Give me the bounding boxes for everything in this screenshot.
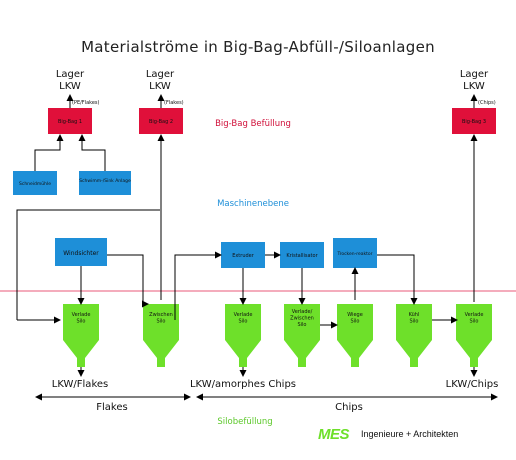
svg-text:Chips: Chips (335, 402, 363, 413)
svg-text:Windsichter: Windsichter (63, 250, 99, 257)
machine-extruder-box: Extruder (221, 242, 265, 268)
svg-text:LKW: LKW (463, 81, 485, 92)
silo-shape (63, 304, 99, 367)
mes-logo: MES Ingenieure + Architekten (318, 426, 458, 443)
output-lkw-chips: LKW/Chips (446, 379, 499, 390)
svg-text:Schneidmühle: Schneidmühle (19, 181, 51, 187)
section-label-bigbag: Big-Bag Befüllung (215, 119, 291, 129)
bigbag-1-box: Big-Bag 1 (48, 108, 92, 134)
lager-lkw-3: Lager LKW (Chips) (460, 69, 496, 106)
svg-text:Schwimm-/Sink Anlage: Schwimm-/Sink Anlage (79, 178, 131, 184)
svg-text:LKW: LKW (149, 81, 171, 92)
svg-text:Kristallisator: Kristallisator (286, 253, 318, 259)
range-chips: Chips (196, 393, 498, 413)
svg-text:Trocken-reaktor: Trocken-reaktor (336, 251, 372, 257)
svg-text:Big-Bag 2: Big-Bag 2 (149, 119, 173, 125)
feeder-schwimm-sink-label: Schwimm-/Sink Anlage (79, 178, 131, 184)
svg-text:(Flakes): (Flakes) (164, 100, 184, 106)
flow-lines (16, 94, 478, 377)
silo-shape (337, 304, 373, 367)
lager-lkw-2: Lager LKW (Flakes) (146, 69, 184, 106)
section-label-silo: Silobefüllung (217, 417, 272, 427)
lager-lkw-1: Lager LKW (PE/Flakes) (56, 69, 100, 106)
feeder-schneidmuehle-box: Schneidmühle (13, 171, 57, 195)
machine-trockenreaktor-box: Trocken-reaktor (333, 238, 377, 268)
range-flakes: Flakes (35, 393, 191, 413)
section-label-machines: Maschinenebene (217, 199, 289, 209)
silo-shape (396, 304, 432, 367)
svg-text:Big-Bag 1: Big-Bag 1 (58, 119, 82, 125)
svg-text:Lager: Lager (56, 69, 85, 80)
output-lkw-amorphes-chips: LKW/amorphes Chips (190, 379, 296, 390)
feeder-schwimm-sink-box: Schwimm-/Sink Anlage (79, 171, 131, 195)
svg-text:Lager: Lager (146, 69, 175, 80)
bigbag-2-box: Big-Bag 2 (139, 108, 183, 134)
silo-shape (225, 304, 261, 367)
svg-text:(PE/Flakes): (PE/Flakes) (72, 100, 100, 106)
mes-logo-text: Ingenieure + Architekten (361, 429, 458, 439)
svg-text:(Chips): (Chips) (478, 100, 496, 106)
machine-windsichter-box: Windsichter (55, 238, 107, 266)
svg-text:Extruder: Extruder (232, 253, 255, 259)
output-lkw-flakes: LKW/Flakes (52, 379, 108, 390)
diagram-title: Materialströme in Big-Bag-Abfüll-/Siloan… (81, 38, 435, 56)
svg-text:Lager: Lager (460, 69, 489, 80)
machine-kristallisator-box: Kristallisator (280, 242, 324, 268)
svg-text:Big-Bag 3: Big-Bag 3 (462, 119, 486, 125)
bigbag-3-box: Big-Bag 3 (452, 108, 496, 134)
svg-text:Flakes: Flakes (96, 402, 127, 413)
silo-shape (284, 304, 320, 367)
silo-shape (456, 304, 492, 367)
mes-logo-mark: MES (318, 426, 350, 443)
svg-text:LKW: LKW (59, 81, 81, 92)
silo-shape (143, 304, 179, 367)
